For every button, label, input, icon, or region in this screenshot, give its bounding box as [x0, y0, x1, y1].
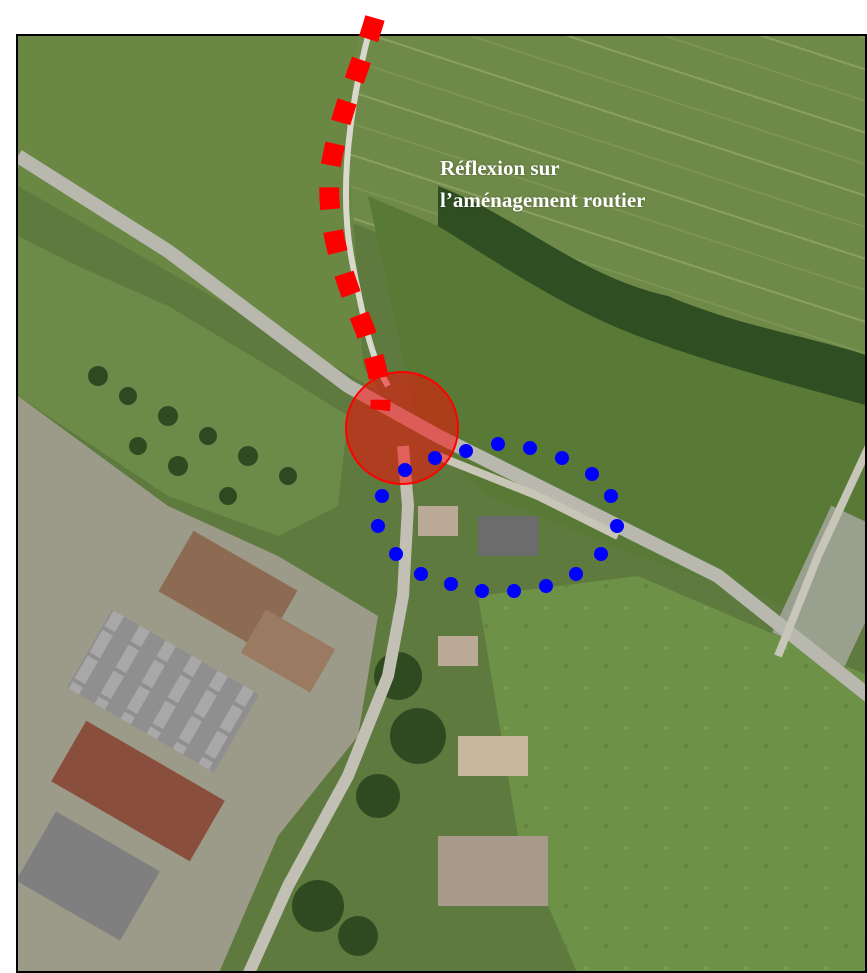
- left-field: [18, 36, 378, 391]
- orchard: [18, 236, 348, 536]
- secondary-road: [243, 445, 415, 971]
- map-annotation-label: Réflexion sur l’aménagement routier: [440, 152, 645, 216]
- warehouse-roof-2: [51, 720, 225, 862]
- annotation-line-2: l’aménagement routier: [440, 188, 646, 212]
- building-roof-5: [240, 609, 336, 693]
- right-field: [368, 196, 865, 616]
- annotation-line-1: Réflexion sur: [440, 156, 560, 180]
- lower-meadow: [478, 576, 865, 971]
- warehouse-roof-1: [66, 609, 260, 773]
- right-road: [774, 445, 865, 658]
- aerial-map: [16, 34, 867, 973]
- village-houses: [418, 506, 548, 906]
- tree-band: [438, 186, 865, 405]
- aerial-map-background: [18, 36, 865, 971]
- east-lane: [436, 452, 620, 540]
- cemetery: [772, 505, 865, 667]
- warehouse-roof-3: [18, 811, 160, 941]
